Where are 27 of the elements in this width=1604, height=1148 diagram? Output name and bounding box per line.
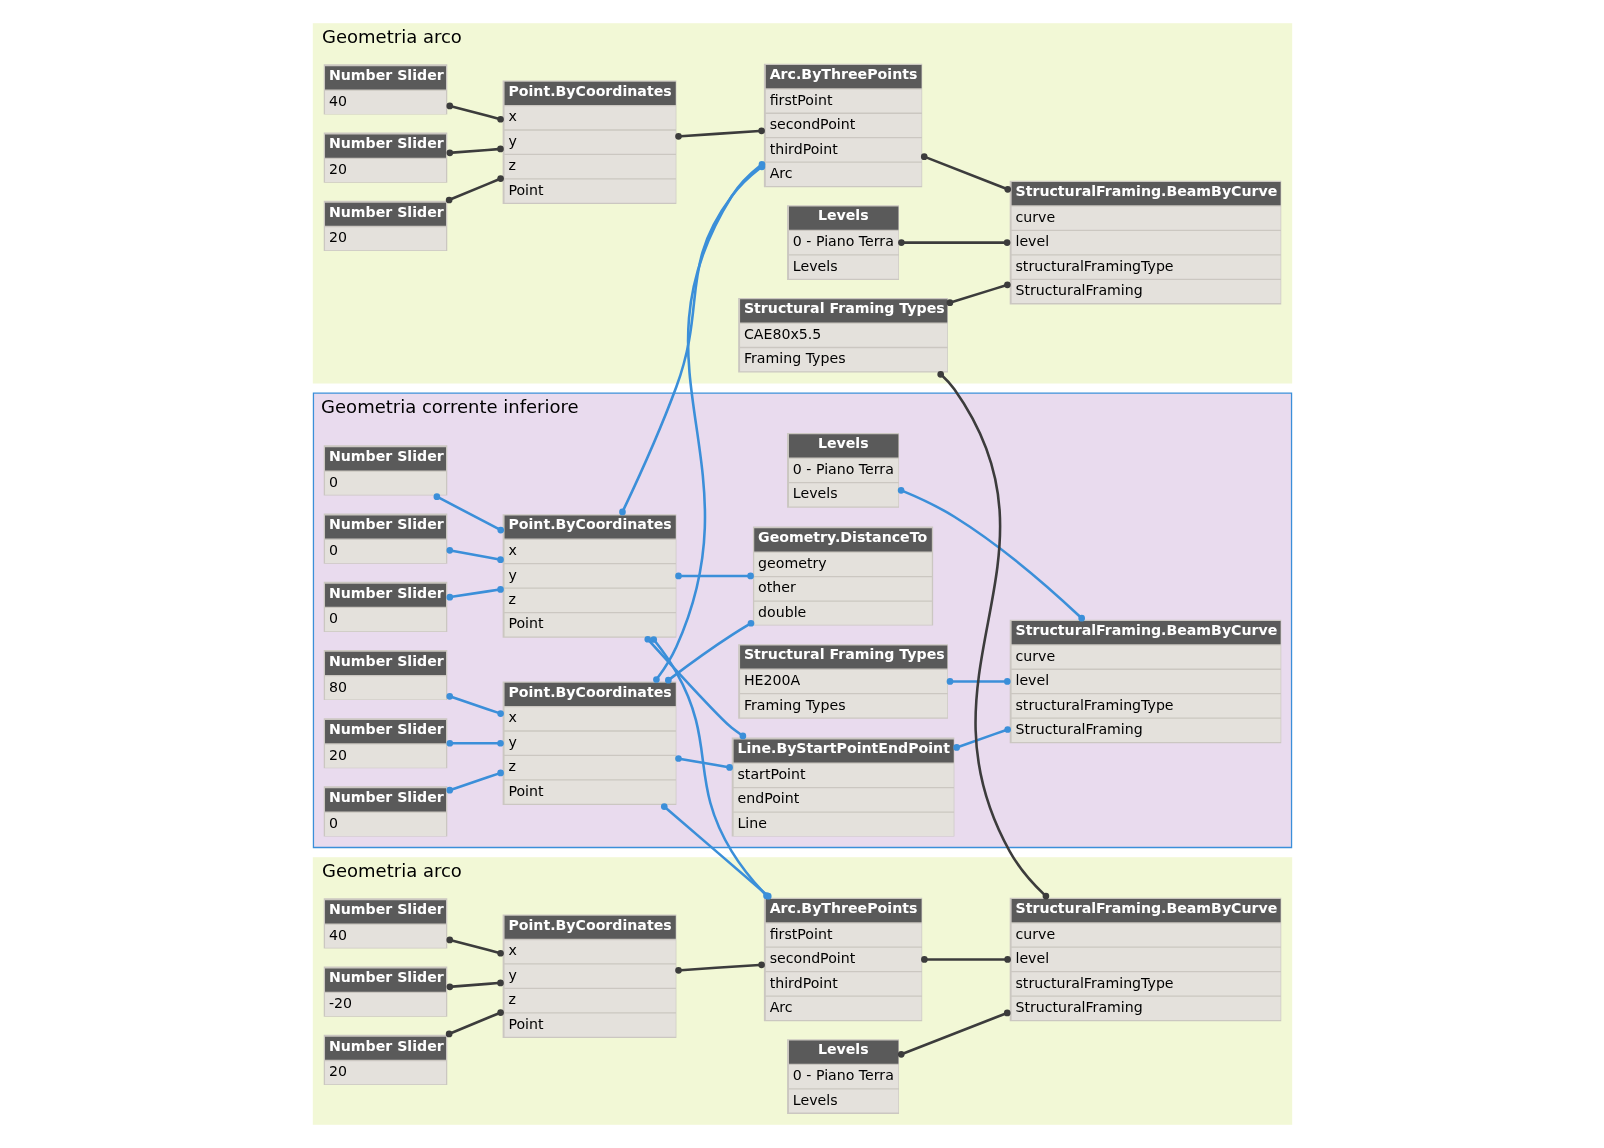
connector [445,936,504,957]
connector [897,1009,1011,1058]
connector [674,755,733,771]
connector [445,586,504,601]
connector [920,956,1011,963]
connector [446,979,504,991]
connector [897,486,1085,622]
connector [952,726,1011,751]
connector [445,1009,504,1038]
connector [445,693,504,717]
connector [674,127,765,140]
connector [920,153,1011,193]
connector [946,678,1011,685]
connector [445,769,504,794]
connector [664,619,754,684]
connector [445,546,504,563]
connector [897,239,1010,246]
connector [446,145,504,157]
connector [433,493,504,534]
connector [445,102,504,123]
connector [674,572,754,580]
connector [445,175,504,204]
connector [446,739,504,747]
connector [936,371,1049,900]
connector [643,635,746,740]
connector [674,961,765,974]
connector [946,281,1011,306]
